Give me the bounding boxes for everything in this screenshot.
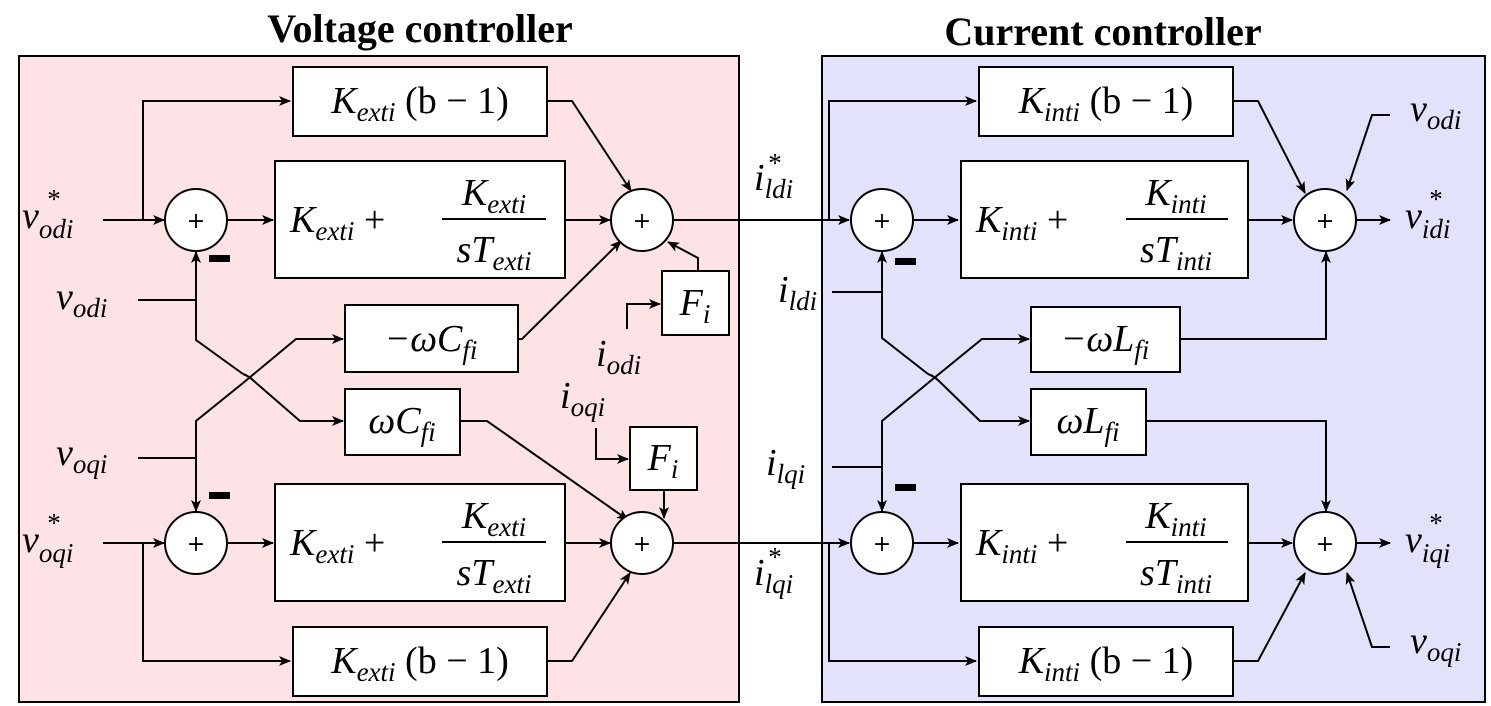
voltage-sum-d-error-plus: +: [187, 209, 205, 234]
voltage-sum-q-output: [610, 511, 674, 575]
label-vod-ref-sup: *: [46, 184, 60, 214]
label-voq-ref: voqi: [22, 519, 73, 568]
voltage-sum-d-error: [164, 188, 228, 252]
current-kb-bottom-label: Kinti (b − 1): [1018, 640, 1194, 687]
current-neg-wl-block: [1030, 306, 1181, 373]
voltage-pi-bottom-gain: Kexti +: [289, 522, 385, 569]
voltage-kb-bottom-label: Kexti (b − 1): [330, 640, 509, 687]
label-voq: voqi: [56, 432, 107, 479]
current-neg-wl-label: −ωLfi: [1061, 318, 1150, 365]
voltage-ff-top-label: Fi: [679, 282, 711, 329]
label-ioq: ioqi: [560, 375, 605, 422]
current-sum-d-output-plus: +: [1316, 209, 1334, 234]
voltage-pi-bottom-numerator: Kexti: [461, 495, 526, 542]
current-wl-label: ωLfi: [1057, 400, 1120, 447]
voltage-pi-bottom-denominator: sTexti: [457, 552, 532, 599]
voltage-kb-bottom-block: [292, 626, 548, 697]
current-minus-sign-d: [895, 258, 916, 265]
label-vod: vodi: [56, 276, 107, 323]
current-sum-q-error: [850, 511, 914, 575]
current-pi-top-gain: Kinti +: [975, 199, 1068, 246]
label-viq-ref-sup: *: [1428, 508, 1442, 538]
current-controller-panel: [821, 55, 1486, 703]
current-pi-bottom-numerator: Kinti: [1144, 495, 1206, 542]
voltage-kb-top-label: Kexti (b − 1): [330, 80, 509, 127]
voltage-pi-top-denominator: sTexti: [457, 229, 532, 276]
current-kb-top-block: [978, 66, 1234, 137]
voltage-kb-top-block: [292, 66, 548, 137]
current-minus-sign-q: [895, 484, 916, 491]
voltage-ff-top-block: [661, 270, 730, 336]
current-sum-d-error: [850, 188, 914, 252]
label-ilq-ref-sup: *: [767, 542, 781, 572]
label-ilq: ilqi: [766, 442, 805, 489]
current-controller-title: Current controller: [944, 9, 1261, 54]
voltage-controller-title: Voltage controller: [267, 6, 573, 51]
current-pi-bottom-denominator: sTinti: [1140, 552, 1212, 599]
current-wl-block: [1030, 388, 1147, 456]
voltage-minus-sign-d: [209, 255, 230, 262]
label-ild-ref-sup: *: [767, 148, 781, 178]
voltage-ff-bottom-block: [629, 426, 698, 491]
current-sum-q-output: [1293, 511, 1357, 575]
current-pi-top-numerator: Kinti: [1144, 172, 1206, 219]
current-pi-bottom-gain: Kinti +: [975, 522, 1068, 569]
current-sum-q-output-plus: +: [1316, 532, 1334, 557]
current-pi-top-denominator: sTinti: [1140, 229, 1212, 276]
label-vod-ref: vodi: [22, 195, 73, 244]
voltage-minus-sign-q: [209, 492, 230, 499]
label-vid-ref-sup: *: [1428, 184, 1442, 214]
voltage-neg-wc-block: [344, 304, 519, 373]
voltage-sum-d-output: [610, 188, 674, 252]
voltage-sum-q-output-plus: +: [633, 532, 651, 557]
label-vid-ref: vidi: [1405, 195, 1450, 244]
voltage-sum-q-error: [164, 511, 228, 575]
label-voq-current: voqi: [1410, 620, 1461, 667]
label-ild-ref: ildi: [754, 157, 793, 204]
voltage-neg-wc-label: −ωCfi: [385, 318, 478, 365]
current-sum-d-error-plus: +: [873, 209, 891, 234]
voltage-pi-top-numerator: Kexti: [461, 172, 526, 219]
label-vod-current: vodi: [1410, 88, 1461, 135]
current-kb-top-label: Kinti (b − 1): [1018, 80, 1194, 127]
voltage-sum-q-error-plus: +: [187, 532, 205, 557]
label-viq-ref: viqi: [1405, 519, 1450, 568]
current-kb-bottom-block: [978, 626, 1234, 697]
voltage-wc-label: ωCfi: [368, 400, 435, 447]
label-ild: ildi: [778, 269, 817, 316]
label-ilq-ref: ilqi: [754, 552, 793, 599]
current-sum-d-output: [1293, 188, 1357, 252]
voltage-wc-block: [344, 388, 461, 456]
voltage-pi-top-gain: Kexti +: [289, 199, 385, 246]
voltage-ff-bottom-label: Fi: [647, 437, 679, 484]
voltage-sum-d-output-plus: +: [633, 209, 651, 234]
voltage-wiring: [103, 96, 850, 666]
current-sum-q-error-plus: +: [873, 532, 891, 557]
label-iod: iodi: [596, 333, 641, 380]
current-wiring: [828, 96, 1391, 666]
label-voq-ref-sup: *: [46, 508, 60, 538]
